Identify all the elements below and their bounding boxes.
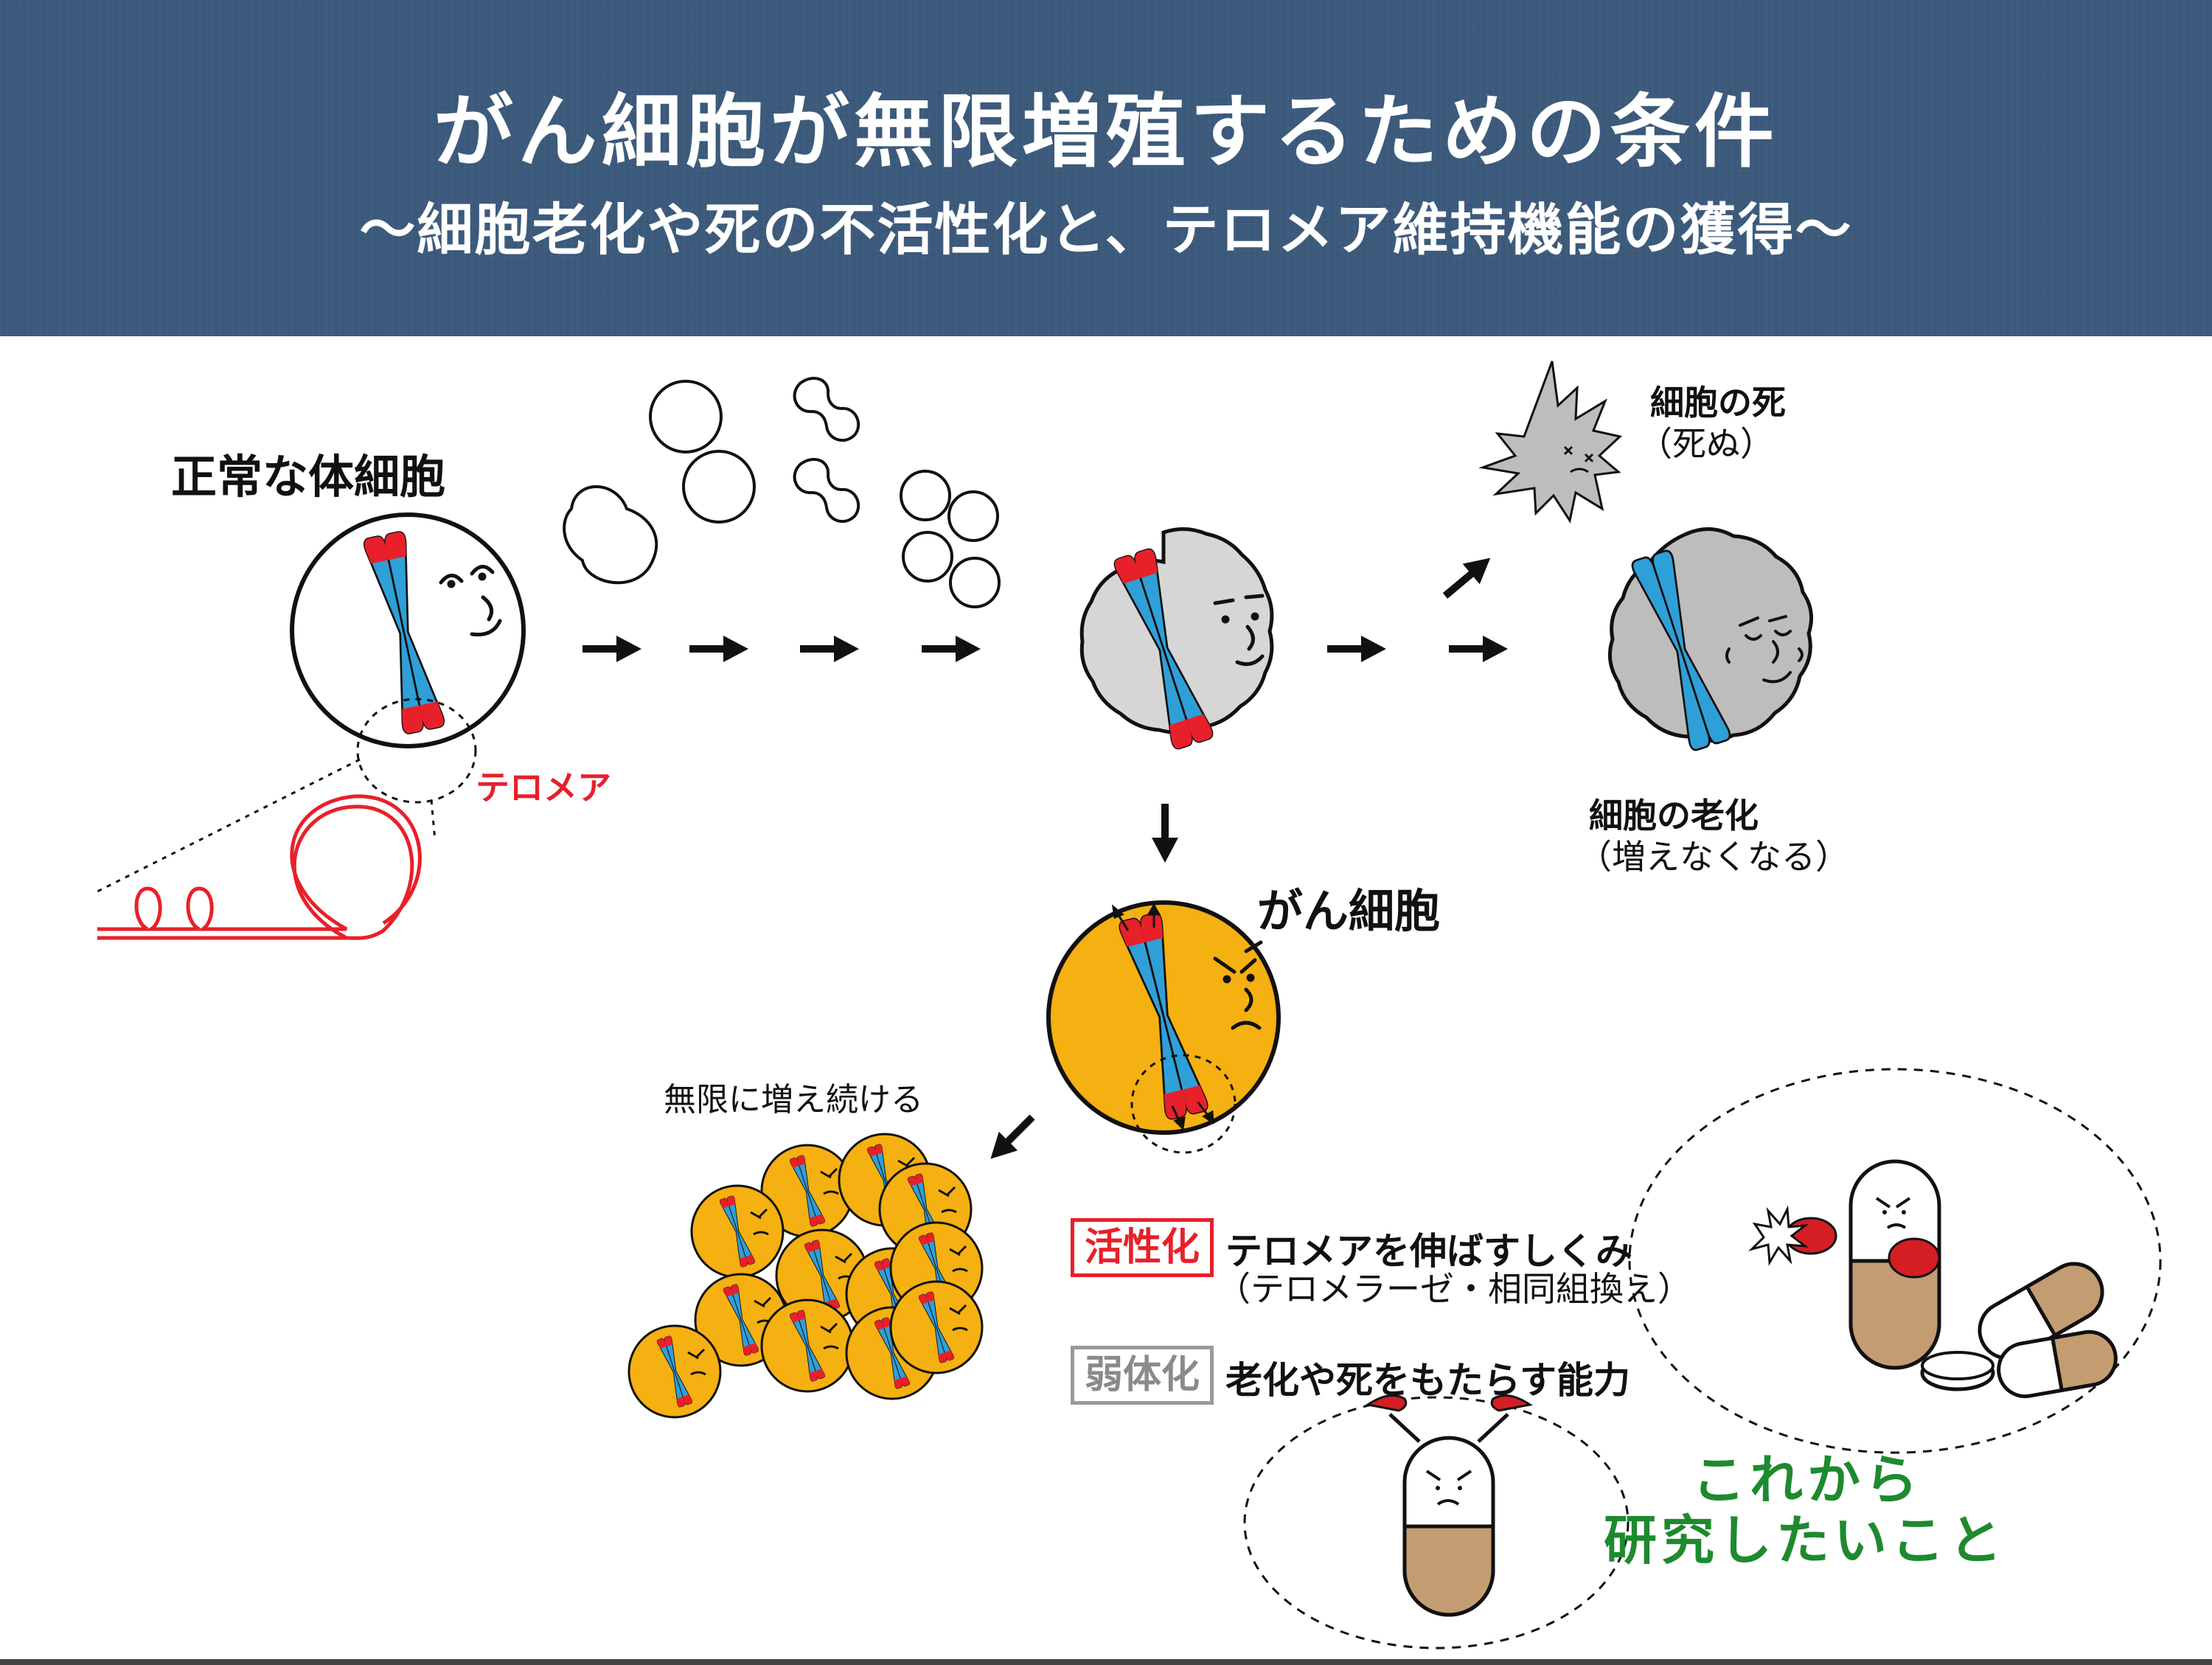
cancer-cell-cluster bbox=[629, 1134, 982, 1417]
activation-text: テロメアを伸ばすしくみ bbox=[1225, 1230, 1632, 1273]
telomere-loop-icon bbox=[97, 794, 422, 940]
capsule-flexing-icon bbox=[1365, 1394, 1533, 1617]
normal-cell bbox=[95, 512, 526, 894]
weakening-text: 老化や死をもたらす能力 bbox=[1225, 1359, 1630, 1402]
future-research-line1: これから bbox=[1692, 1449, 1923, 1511]
capsule-boxer-icon bbox=[1747, 1159, 1941, 1370]
dividing-cells-sequence bbox=[563, 376, 1001, 608]
cell-death-label: 細胞の死 bbox=[1650, 383, 1786, 423]
infinite-growth-label: 無限に増え続ける bbox=[664, 1081, 923, 1119]
research-area-drug bbox=[1628, 1068, 2162, 1454]
senescence-note: （増えなくなる） bbox=[1578, 837, 1849, 877]
header-banner: がん細胞が無限増殖するための条件 〜細胞老化や死の不活性化と、テロメア維持機能の… bbox=[0, 0, 2212, 336]
senescent-cell bbox=[1607, 526, 1814, 753]
neutral-face-icon bbox=[1213, 594, 1265, 667]
aging-cell bbox=[1079, 527, 1274, 750]
page-title: がん細胞が無限増殖するための条件 bbox=[433, 86, 1778, 178]
dead-cell-icon bbox=[1478, 361, 1623, 524]
future-research-line2: 研究したいこと bbox=[1604, 1509, 2007, 1571]
tired-face-icon bbox=[1725, 615, 1804, 684]
research-area-weakening bbox=[1243, 1394, 1630, 1650]
cancer-cell-label: がん細胞 bbox=[1257, 884, 1441, 938]
cancer-cell bbox=[1046, 900, 1281, 1154]
telomere-label: テロメア bbox=[476, 768, 611, 807]
weakening-badge: 弱体化 bbox=[1071, 1346, 1214, 1405]
angry-face-icon bbox=[1213, 940, 1263, 1030]
cell-death-note: （死ぬ） bbox=[1638, 424, 1774, 464]
activation-note: （テロメラーゼ・相同組換え） bbox=[1217, 1269, 1691, 1309]
footer-divider bbox=[0, 1659, 2212, 1665]
pill-capsules-icon bbox=[1920, 1262, 2118, 1399]
normal-cell-label: 正常な体細胞 bbox=[171, 450, 446, 504]
page-subtitle: 〜細胞老化や死の不活性化と、テロメア維持機能の獲得〜 bbox=[359, 197, 1853, 263]
happy-face-icon bbox=[439, 565, 502, 637]
senescence-label: 細胞の老化 bbox=[1589, 796, 1759, 835]
activation-badge: 活性化 bbox=[1071, 1218, 1214, 1277]
